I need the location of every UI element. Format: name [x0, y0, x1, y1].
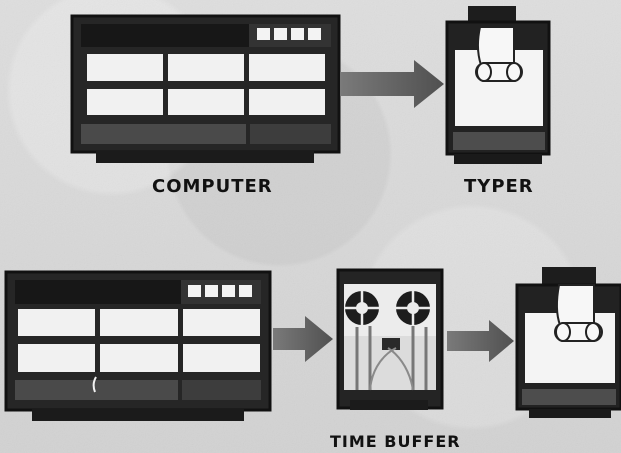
computer-top-cell-2	[168, 54, 244, 81]
typer-top-roller-end-left	[476, 62, 492, 82]
computer-top-cell-1	[87, 54, 163, 81]
computer-bottom-cell-6	[183, 344, 260, 372]
typer-bottom-base	[529, 409, 611, 418]
computer-to-typer-arrow	[340, 60, 444, 108]
computer-bottom-cell-1	[18, 309, 95, 336]
computer-top-base	[96, 151, 314, 163]
bottom-arrow-right	[447, 320, 514, 362]
typer-label: TYPER	[464, 176, 534, 197]
time-buffer-tape-loop-left	[369, 347, 397, 391]
computer-top-cell-6	[249, 89, 325, 115]
time-buffer-reel-left-spokes	[345, 291, 379, 325]
time-buffer-device	[336, 268, 444, 410]
computer-bottom	[4, 270, 272, 421]
bottom-arrow-left	[273, 316, 333, 362]
typer-bottom-lower-panel	[522, 389, 616, 405]
computer-label: COMPUTER	[152, 176, 273, 197]
computer-top-status-light-3	[291, 28, 304, 40]
computer-top-header-dark	[81, 24, 249, 47]
typer-top-lower-panel	[453, 132, 545, 150]
typer-bottom	[515, 267, 621, 418]
computer-bottom-status-light-1	[188, 285, 201, 297]
typer-top-base	[454, 154, 542, 164]
computer-to-buffer-arrow	[273, 316, 333, 362]
buffer-to-typer-arrow	[447, 320, 514, 362]
time-buffer-reel-right-spokes	[396, 291, 430, 325]
computer-bottom-scratch	[92, 376, 97, 393]
typer-top-roller-end-right	[506, 62, 522, 82]
typer-bottom-roller-end-right	[585, 322, 601, 342]
time-buffer-center-block	[382, 338, 400, 350]
typer-bottom-paper	[555, 284, 595, 326]
computer-bottom-cell-3	[183, 309, 260, 336]
computer-bottom-footer-left	[15, 380, 178, 400]
computer-bottom-footer-right	[182, 380, 261, 400]
computer-bottom-base	[32, 409, 244, 421]
computer-top-cell-5	[168, 89, 244, 115]
time-buffer-tape-loop-right	[387, 347, 414, 391]
typer-bottom-paper-feed	[542, 267, 596, 285]
computer-top	[70, 14, 341, 163]
typer-top-paper-feed	[468, 6, 516, 24]
computer-top-cell-3	[249, 54, 325, 81]
time-buffer-base	[350, 400, 428, 410]
computer-bottom-status-light-3	[222, 285, 235, 297]
time-buffer-label: TIME BUFFER	[330, 432, 461, 451]
computer-bottom-cell-4	[18, 344, 95, 372]
computer-bottom-header-dark	[15, 280, 181, 304]
typer-bottom-roller-end-left	[555, 322, 571, 342]
typer-top-paper	[476, 26, 515, 66]
top-arrow	[340, 60, 444, 108]
computer-top-status-light-1	[257, 28, 270, 40]
computer-top-footer-left	[81, 124, 246, 144]
computer-top-status-light-2	[274, 28, 287, 40]
computer-bottom-cell-5	[100, 344, 178, 372]
computer-top-cell-4	[87, 89, 163, 115]
computer-bottom-cell-2	[100, 309, 178, 336]
computer-bottom-status-light-2	[205, 285, 218, 297]
computer-bottom-status-light-4	[239, 285, 252, 297]
typer-top	[445, 6, 551, 164]
computer-top-footer-right	[250, 124, 331, 144]
computer-top-status-light-4	[308, 28, 321, 40]
